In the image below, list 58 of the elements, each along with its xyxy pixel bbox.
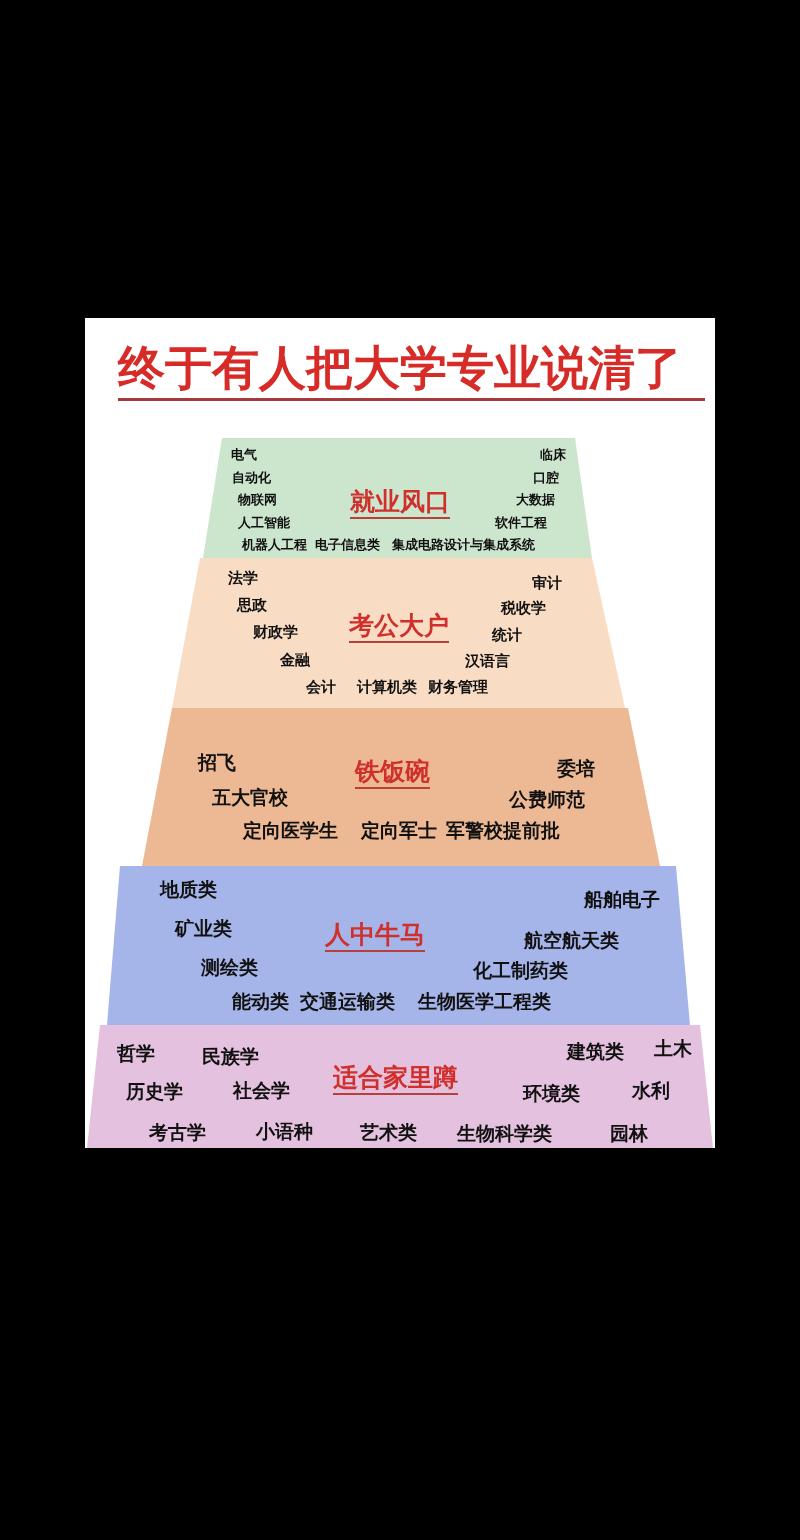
major-label: 财务管理 [428,678,488,696]
major-label: 会计 [306,678,336,696]
major-label: 水利 [632,1078,670,1102]
major-label: 测绘类 [201,955,258,979]
major-label: 临床 [540,447,566,463]
major-label: 小语种 [256,1119,313,1143]
major-label: 电气 [231,447,257,463]
tier-heading: 人中牛马 [325,921,425,952]
major-label: 法学 [228,569,258,587]
major-label: 电子信息类 [315,537,380,553]
major-label: 生物医学工程类 [418,989,551,1013]
major-label: 人工智能 [238,515,290,531]
major-label: 定向军士 [361,818,437,842]
major-label: 地质类 [160,877,217,901]
major-label: 公费师范 [509,787,585,811]
major-label: 土木 [654,1036,692,1060]
major-label: 园林 [610,1121,648,1145]
major-label: 艺术类 [360,1120,417,1144]
major-label: 金融 [280,651,310,669]
major-label: 招飞 [198,750,236,774]
major-label: 思政 [237,596,267,614]
major-label: 计算机类 [357,678,417,696]
major-label: 财政学 [253,623,298,641]
tier-heading: 适合家里蹲 [333,1064,458,1095]
major-label: 统计 [492,626,522,644]
major-label: 历史学 [126,1079,183,1103]
major-label: 机器人工程 [242,537,307,553]
tier-heading: 就业风口 [350,488,450,519]
major-label: 五大官校 [212,785,288,809]
major-label: 生物科学类 [457,1121,552,1145]
major-label: 口腔 [533,470,559,486]
major-label: 软件工程 [495,515,547,531]
poster-title: 终于有人把大学专业说清了 [118,340,682,396]
major-label: 民族学 [202,1044,259,1068]
major-label: 委培 [557,756,595,780]
major-label: 税收学 [501,599,546,617]
major-label: 审计 [532,574,562,592]
major-label: 考古学 [149,1120,206,1144]
major-label: 船舶电子 [584,887,660,911]
major-label: 集成电路设计与集成系统 [392,537,535,553]
major-label: 大数据 [516,492,555,508]
major-label: 物联网 [238,492,277,508]
major-label: 交通运输类 [300,989,395,1013]
major-label: 化工制药类 [473,958,568,982]
major-label: 建筑类 [567,1039,624,1063]
major-label: 汉语言 [465,652,510,670]
major-label: 环境类 [523,1081,580,1105]
major-label: 社会学 [233,1078,290,1102]
major-label: 航空航天类 [524,928,619,952]
major-label: 自动化 [232,470,271,486]
major-label: 能动类 [232,989,289,1013]
major-label: 哲学 [117,1041,155,1065]
pyramid-tier [87,1025,713,1148]
major-label: 军警校提前批 [446,818,560,842]
tier-heading: 铁饭碗 [355,758,430,789]
major-label: 定向医学生 [243,818,338,842]
tier-heading: 考公大户 [349,612,449,643]
major-label: 矿业类 [175,916,232,940]
